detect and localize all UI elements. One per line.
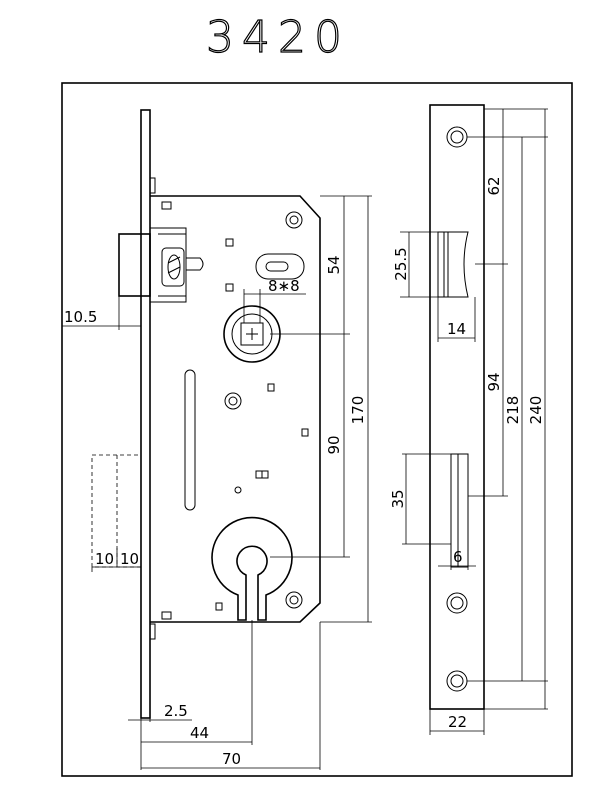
latch-bolt <box>118 233 151 297</box>
guide-slot <box>184 369 196 511</box>
dim-35: 35 <box>389 489 407 508</box>
spindle-square <box>240 322 264 346</box>
dim-10-b: 10 <box>120 550 139 568</box>
right-view-dimensions: 25.5 14 62 94 218 240 35 6 2 <box>389 108 548 735</box>
faceplate-front <box>429 104 485 710</box>
lock-case <box>150 195 321 623</box>
dim-70: 70 <box>222 750 241 768</box>
latch-front <box>437 231 469 298</box>
dim-22: 22 <box>448 713 467 731</box>
left-view-dimensions: 10.5 8∗8 54 90 170 10 10 2.5 44 70 <box>62 195 372 770</box>
dim-10-5: 10.5 <box>64 308 97 326</box>
faceplate-front-view <box>429 104 485 710</box>
dim-14: 14 <box>447 320 466 338</box>
dim-2-5: 2.5 <box>164 702 188 720</box>
dim-94: 94 <box>485 372 503 391</box>
deadbolt-front <box>450 453 469 568</box>
dim-8x8: 8∗8 <box>268 277 300 295</box>
model-number-title: 3420 <box>206 12 350 63</box>
cylinder-cutout <box>211 516 293 621</box>
dim-218: 218 <box>504 396 522 425</box>
dim-10-a: 10 <box>95 550 114 568</box>
dim-240: 240 <box>527 396 545 425</box>
dim-170: 170 <box>349 396 367 425</box>
dim-90: 90 <box>325 435 343 454</box>
dim-25-5: 25.5 <box>392 247 410 280</box>
dim-44: 44 <box>190 724 209 742</box>
screw-hole-top <box>285 211 303 229</box>
dim-6: 6 <box>453 548 463 566</box>
drawing-frame <box>61 82 573 777</box>
dim-54: 54 <box>325 255 343 274</box>
oval-slot <box>255 253 305 280</box>
faceplate <box>140 109 151 719</box>
lock-body-side-view <box>91 109 321 719</box>
dim-62: 62 <box>485 176 503 195</box>
